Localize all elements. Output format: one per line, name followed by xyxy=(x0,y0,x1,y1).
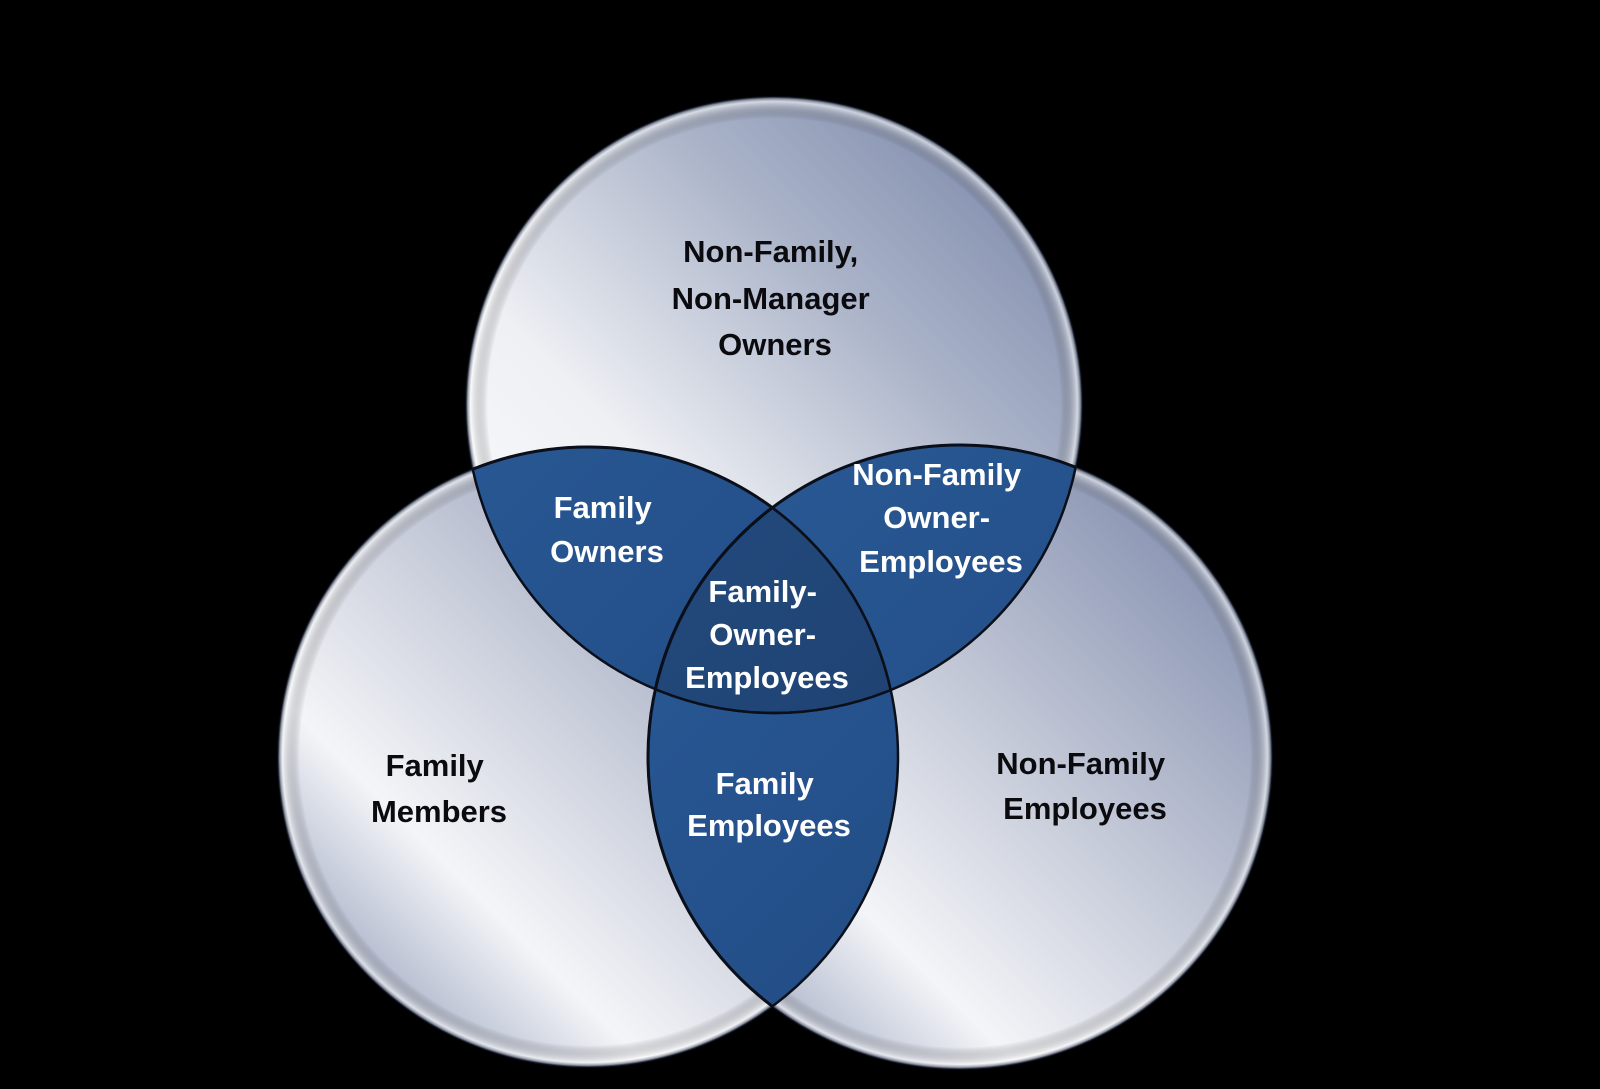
label-family-owner-employees: Family- Owner- Employees xyxy=(685,574,849,695)
overlap-outlines xyxy=(464,443,1084,1069)
region-center-overlap xyxy=(646,447,898,713)
label-non-family-non-manager-owners: Non-Family, Non-Manager Owners xyxy=(672,234,879,362)
label-non-family-owner-employees: Non-Family Owner- Employees xyxy=(852,457,1029,579)
label-family-owners: Family Owners xyxy=(550,490,664,569)
label-family-employees: Family Employees xyxy=(687,766,851,843)
label-non-family-employees: Non-Family Employees xyxy=(996,746,1173,826)
label-family-members: Family Members xyxy=(371,748,507,829)
